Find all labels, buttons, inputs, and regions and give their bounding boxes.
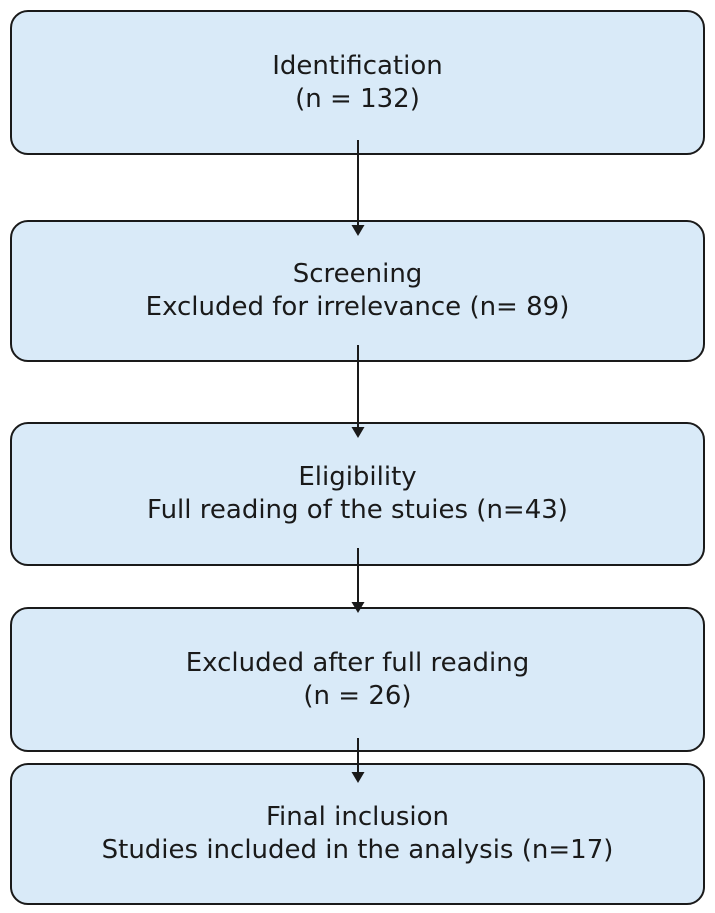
flow-box-count: (n = 132): [295, 83, 420, 114]
flow-box-title: Identification: [272, 50, 443, 81]
flow-box-title: Eligibility: [298, 462, 417, 492]
flow-box-final-inclusion: Final inclusion Studies included in the …: [10, 763, 705, 905]
flow-box-count: Excluded for irrelevance (n= 89): [145, 292, 570, 322]
flow-box-count: (n = 26): [303, 680, 412, 711]
flow-box-title: Screening: [292, 259, 423, 289]
flow-box-count: Full reading of the stuies (n=43): [147, 495, 568, 525]
flow-box-title: Final inclusion: [265, 802, 450, 832]
flow-box-eligibility: Eligibility Full reading of the stuies (…: [10, 422, 705, 566]
flow-box-count: Studies included in the analysis (n=17): [101, 835, 614, 865]
flow-box-excluded-after-full-reading: Excluded after full reading (n = 26): [10, 607, 705, 752]
flow-box-identification: Identification (n = 132): [10, 10, 705, 155]
flow-box-title: Excluded after full reading: [185, 647, 530, 678]
flow-box-screening: Screening Excluded for irrelevance (n= 8…: [10, 220, 705, 362]
